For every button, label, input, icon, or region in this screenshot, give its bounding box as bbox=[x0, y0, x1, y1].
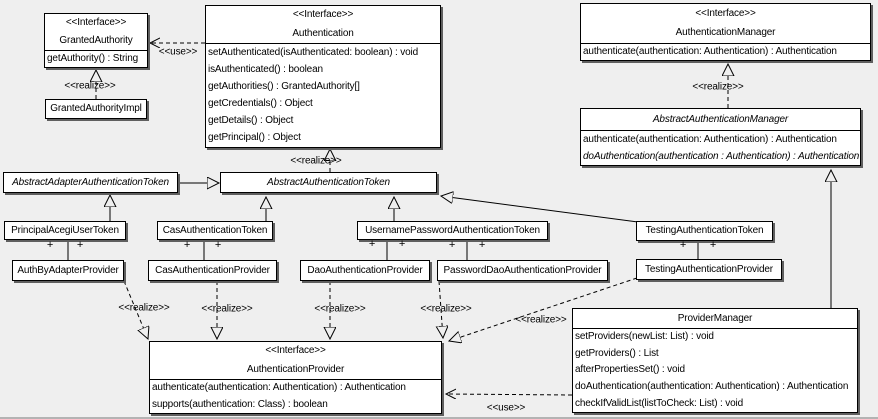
class-header: AbstractAuthenticationManager bbox=[581, 109, 860, 131]
class-abstract-authentication-manager[interactable]: AbstractAuthenticationManager authentica… bbox=[580, 108, 861, 166]
plus-multiplicity: + bbox=[368, 238, 376, 250]
class-name: TestingAuthenticationToken bbox=[645, 225, 764, 236]
use-label: <<use>> bbox=[486, 402, 526, 414]
class-granted-authority-impl[interactable]: GrantedAuthorityImpl bbox=[45, 99, 147, 119]
class-name: UsernamePasswordAuthenticationToken bbox=[365, 224, 540, 236]
method-label: checkIfValidList(listToCheck: List) : vo… bbox=[575, 397, 744, 409]
class-cas-authentication-token[interactable]: CasAuthenticationToken bbox=[157, 221, 273, 240]
method-label: authenticate(authentication: Authenticat… bbox=[152, 382, 406, 394]
class-name: CasAuthenticationProvider bbox=[155, 264, 270, 276]
class-header: <<Interface>> AuthenticationManager bbox=[581, 4, 870, 44]
class-provider-manager[interactable]: ProviderManager setProviders(newList: Li… bbox=[572, 308, 858, 413]
methods-compartment: setAuthenticated(isAuthenticated: boolea… bbox=[206, 44, 440, 147]
methods-compartment: getAuthority() : String bbox=[45, 51, 147, 67]
realize-label: <<realize>> bbox=[290, 155, 342, 167]
plus-multiplicity: + bbox=[679, 239, 687, 251]
methods-compartment: authenticate(authentication: Authenticat… bbox=[581, 44, 870, 60]
stereotype-label: <<Interface>> bbox=[695, 7, 756, 19]
class-name: ProviderManager bbox=[677, 312, 753, 324]
realize-label: <<realize>> bbox=[420, 303, 472, 315]
class-authentication[interactable]: <<Interface>> Authentication setAuthenti… bbox=[205, 5, 441, 148]
plus-multiplicity: + bbox=[76, 239, 84, 251]
class-abstract-authentication-token[interactable]: AbstractAuthenticationToken bbox=[220, 172, 437, 193]
stereotype-label: <<Interface>> bbox=[65, 17, 127, 28]
method-label: getProviders() : List bbox=[575, 347, 659, 359]
canvas-bottom-border bbox=[0, 417, 878, 419]
class-header: <<Interface>> Authentication bbox=[206, 6, 440, 44]
class-name: TestingAuthenticationProvider bbox=[645, 263, 773, 275]
method-label: getCredentials() : Object bbox=[208, 98, 313, 110]
class-password-dao-authentication-provider[interactable]: PasswordDaoAuthenticationProvider bbox=[437, 260, 608, 281]
class-principal-acegi-user-token[interactable]: PrincipalAcegiUserToken bbox=[4, 221, 126, 240]
method-label: afterPropertiesSet() : void bbox=[575, 364, 685, 376]
realize-label: <<realize>> bbox=[515, 314, 567, 326]
method-label: getAuthority() : String bbox=[47, 53, 139, 64]
method-label: doAuthentication(authentication : Authen… bbox=[583, 150, 860, 162]
class-name: GrantedAuthorityImpl bbox=[50, 103, 142, 114]
class-name: PrincipalAcegiUserToken bbox=[11, 224, 119, 236]
method-label: getDetails() : Object bbox=[208, 115, 294, 127]
class-testing-authentication-token[interactable]: TestingAuthenticationToken bbox=[636, 221, 773, 241]
class-granted-authority[interactable]: <<Interface>> GrantedAuthority getAuthor… bbox=[44, 13, 148, 68]
realize-label: <<realize>> bbox=[118, 302, 170, 314]
plus-multiplicity: + bbox=[478, 239, 486, 251]
class-header: <<Interface>> GrantedAuthority bbox=[45, 14, 147, 51]
method-label: isAuthenticated() : boolean bbox=[208, 63, 323, 75]
stereotype-label: <<Interface>> bbox=[292, 9, 354, 21]
class-auth-by-adapter-provider[interactable]: AuthByAdapterProvider bbox=[12, 260, 124, 281]
generalization-testing-token bbox=[441, 196, 639, 223]
class-name: AbstractAdapterAuthenticationToken bbox=[12, 176, 169, 188]
realize-testing-provider bbox=[449, 277, 638, 341]
class-name: PasswordDaoAuthenticationProvider bbox=[443, 264, 602, 276]
method-label: authenticate(authentication: Authenticat… bbox=[583, 133, 837, 145]
class-authentication-manager[interactable]: <<Interface>> AuthenticationManager auth… bbox=[580, 3, 871, 61]
methods-compartment: authenticate(authentication: Authenticat… bbox=[150, 380, 441, 413]
method-label: getAuthorities() : GrantedAuthority[] bbox=[208, 80, 360, 92]
plus-multiplicity: + bbox=[709, 239, 717, 251]
class-dao-authentication-provider[interactable]: DaoAuthenticationProvider bbox=[300, 260, 430, 281]
method-label: setAuthenticated(isAuthenticated: boolea… bbox=[208, 46, 419, 58]
realize-label: <<realize>> bbox=[64, 80, 116, 92]
class-name: AuthByAdapterProvider bbox=[17, 264, 119, 276]
use-provider-manager-to-authentication-provider bbox=[446, 394, 573, 395]
method-label: getPrincipal() : Object bbox=[208, 132, 301, 144]
class-name: AuthenticationProvider bbox=[246, 363, 345, 375]
methods-compartment: authenticate(authentication: Authenticat… bbox=[581, 131, 860, 165]
use-label: <<use>> bbox=[158, 46, 198, 58]
realize-label: <<realize>> bbox=[201, 303, 253, 315]
method-label: supports(authentication: Class) : boolea… bbox=[152, 398, 328, 410]
realize-label: <<realize>> bbox=[314, 303, 366, 315]
methods-compartment: setProviders(newList: List) : void getPro… bbox=[573, 329, 857, 412]
class-abstract-adapter-authentication-token[interactable]: AbstractAdapterAuthenticationToken bbox=[3, 172, 178, 193]
realize-auth-by-adapter-provider bbox=[123, 280, 148, 339]
class-testing-authentication-provider[interactable]: TestingAuthenticationProvider bbox=[636, 259, 782, 280]
class-name: AbstractAuthenticationManager bbox=[652, 113, 789, 125]
plus-multiplicity: + bbox=[214, 239, 222, 251]
class-header: ProviderManager bbox=[573, 309, 857, 329]
method-label: setProviders(newList: List) : void bbox=[575, 331, 714, 343]
method-label: doAuthentication(authentication: Authent… bbox=[575, 381, 849, 393]
realize-password-dao-provider bbox=[439, 280, 443, 338]
class-name: AuthenticationManager bbox=[675, 27, 776, 39]
class-name: DaoAuthenticationProvider bbox=[307, 264, 423, 276]
plus-multiplicity: + bbox=[398, 238, 406, 250]
realize-label: <<realize>> bbox=[692, 81, 744, 93]
class-username-password-authentication-token[interactable]: UsernamePasswordAuthenticationToken bbox=[357, 221, 548, 240]
plus-multiplicity: + bbox=[183, 239, 191, 251]
plus-multiplicity: + bbox=[448, 239, 456, 251]
class-name: AbstractAuthenticationToken bbox=[267, 176, 390, 188]
class-name: CasAuthenticationToken bbox=[162, 224, 268, 236]
class-authentication-provider[interactable]: <<Interface>> AuthenticationProvider aut… bbox=[149, 341, 442, 414]
method-label: authenticate(authentication: Authenticat… bbox=[583, 46, 837, 57]
class-cas-authentication-provider[interactable]: CasAuthenticationProvider bbox=[148, 260, 277, 281]
class-name: Authentication bbox=[292, 27, 354, 39]
class-name: GrantedAuthority bbox=[59, 35, 133, 46]
plus-multiplicity: + bbox=[46, 239, 54, 251]
class-header: <<Interface>> AuthenticationProvider bbox=[150, 342, 441, 380]
stereotype-label: <<Interface>> bbox=[265, 345, 326, 357]
